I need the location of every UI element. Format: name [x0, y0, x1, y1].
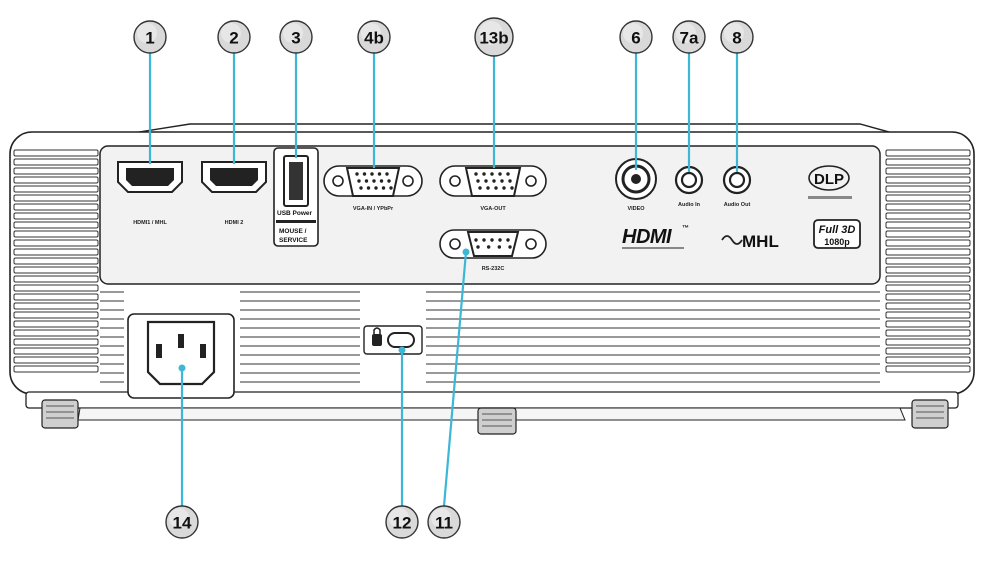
- leader-dots: [178, 248, 470, 372]
- vga-out-label: VGA-OUT: [480, 206, 506, 212]
- usb-port-block[interactable]: [273, 147, 319, 247]
- callout-1-number: 1: [145, 29, 154, 48]
- callout-1: 1: [133, 20, 167, 54]
- svg-text:MHL: MHL: [742, 232, 779, 251]
- power-socket[interactable]: [127, 313, 235, 399]
- callout-14: 14: [165, 505, 199, 539]
- hdmi2-port[interactable]: [201, 161, 267, 193]
- callout-8: 8: [720, 20, 754, 54]
- hdmi1-port[interactable]: [117, 161, 183, 193]
- security-lock-slot[interactable]: [363, 325, 423, 355]
- callout-7a-number: 7a: [680, 29, 699, 48]
- callout-3: 3: [279, 20, 313, 54]
- projector-foot-center: [477, 407, 517, 435]
- callout-6-number: 6: [631, 29, 640, 48]
- callout-11-number: 11: [435, 514, 453, 533]
- vga-in-label: VGA-IN / YPbPr: [353, 206, 394, 212]
- vga-out-port[interactable]: [439, 165, 547, 197]
- usb-service-label-1: MOUSE /: [279, 228, 307, 235]
- usb-service-label-2: SERVICE: [279, 237, 308, 244]
- callout-13b-number: 13b: [479, 29, 508, 48]
- vga-in-port[interactable]: [323, 165, 423, 197]
- callout-12-number: 12: [393, 514, 412, 533]
- rs232-port[interactable]: [439, 229, 547, 259]
- svg-text:™: ™: [682, 225, 689, 232]
- audio-in-jack[interactable]: [674, 165, 704, 195]
- callout-4b: 4b: [357, 20, 391, 54]
- callout-14-number: 14: [173, 514, 192, 533]
- svg-text:DLP: DLP: [814, 171, 844, 188]
- hdmi2-label: HDMI 2: [225, 220, 244, 226]
- hdmi-logo: HDMI ™: [622, 225, 689, 249]
- callout-8-number: 8: [732, 29, 741, 48]
- video-label: VIDEO: [627, 206, 645, 212]
- mhl-logo: MHL: [721, 232, 779, 251]
- svg-text:HDMI: HDMI: [622, 226, 672, 248]
- callout-6: 6: [619, 20, 653, 54]
- hdmi1-label: HDMI1 / MHL: [133, 220, 167, 226]
- audio-in-label: Audio In: [678, 202, 701, 208]
- rs232-label: RS-232C: [482, 266, 505, 272]
- projector-foot-left: [41, 399, 79, 429]
- side-vent-right: [885, 149, 971, 373]
- callout-13b: 13b: [474, 17, 514, 57]
- callout-11: 11: [427, 505, 461, 539]
- callout-2: 2: [217, 20, 251, 54]
- audio-out-jack[interactable]: [722, 165, 752, 195]
- audio-out-label: Audio Out: [724, 202, 751, 208]
- callout-12: 12: [385, 505, 419, 539]
- callout-7a: 7a: [672, 20, 706, 54]
- usb-power-label: USB Power: [277, 210, 313, 217]
- leader-lines: [148, 52, 739, 507]
- leader-11: [442, 251, 468, 507]
- full3d-logo: Full 3D 1080p: [813, 219, 861, 249]
- svg-text:Full 3D: Full 3D: [819, 224, 856, 236]
- side-vent-left: [13, 149, 99, 373]
- callout-2-number: 2: [229, 29, 238, 48]
- dlp-logo: DLP: [808, 165, 852, 199]
- video-jack[interactable]: [615, 158, 657, 200]
- bottom-vent: [100, 291, 880, 383]
- projector-foot-right: [911, 399, 949, 429]
- callout-4b-number: 4b: [364, 29, 384, 48]
- callout-3-number: 3: [291, 29, 300, 48]
- svg-text:1080p: 1080p: [824, 237, 850, 247]
